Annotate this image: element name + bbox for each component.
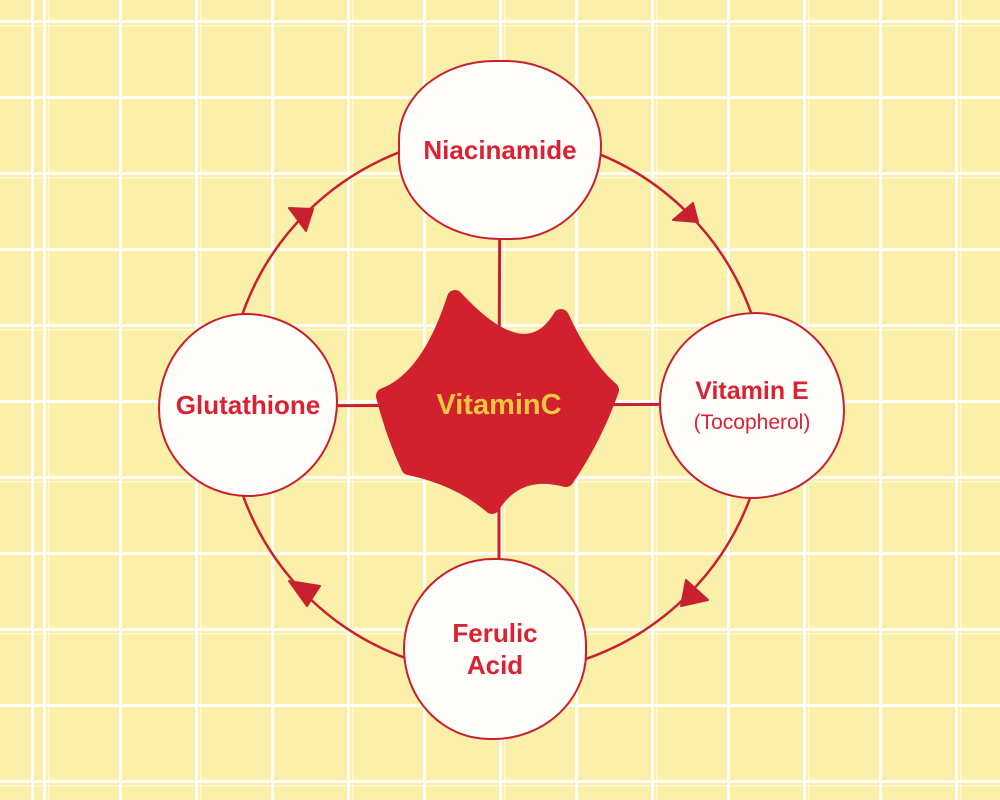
- node-vitamin-e-sublabel: (Tocopherol): [693, 410, 811, 434]
- arrowhead-top-left-icon: [288, 207, 314, 232]
- arrowhead-bottom-right-icon: [680, 579, 709, 607]
- node-vitamin-e-label: Vitamin E: [695, 377, 809, 406]
- center-label: VitaminC: [436, 389, 562, 421]
- node-glutathione-label: Glutathione: [175, 389, 321, 420]
- node-ferulic-acid-label: Ferulic Acid: [452, 617, 538, 681]
- node-glutathione: Glutathione: [158, 313, 338, 497]
- vitamin-c-splat: [376, 290, 619, 514]
- node-ferulic-acid: Ferulic Acid: [403, 558, 587, 740]
- node-niacinamide-label: Niacinamide: [423, 134, 577, 165]
- node-vitamin-e: Vitamin E (Tocopherol): [659, 312, 845, 499]
- arrowhead-top-right-icon: [672, 202, 699, 223]
- node-niacinamide: Niacinamide: [398, 60, 602, 240]
- arrowhead-bottom-left-icon: [288, 580, 321, 607]
